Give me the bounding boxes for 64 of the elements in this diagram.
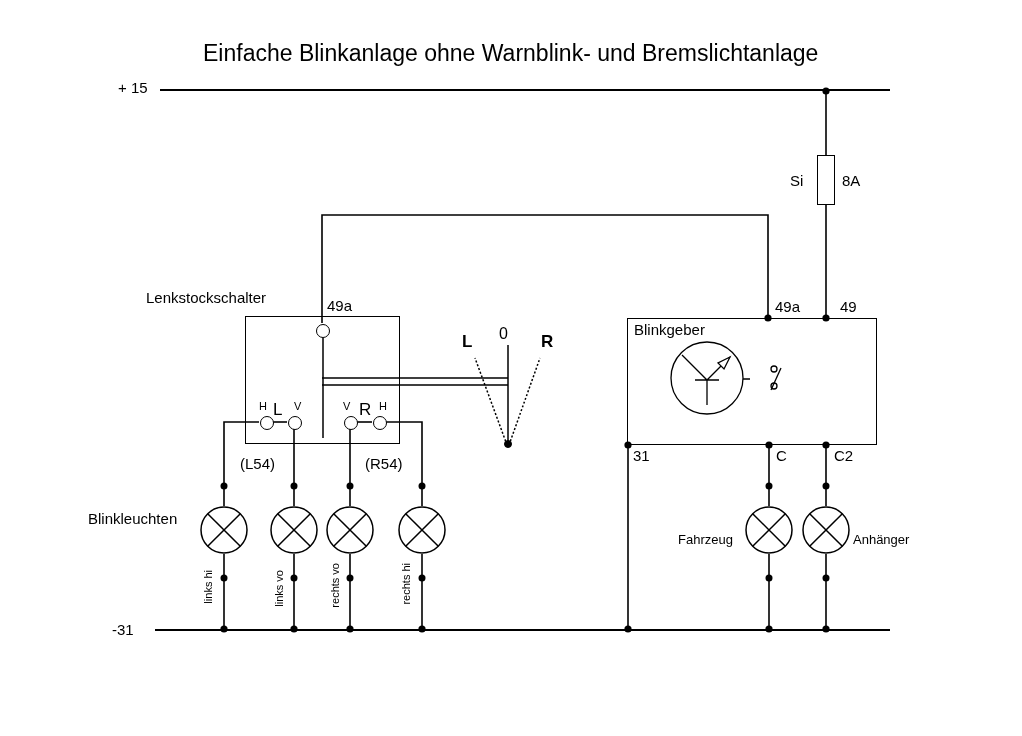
wire <box>356 421 373 423</box>
terminal-label: 49a <box>327 298 353 313</box>
lamp-label: rechts hi <box>401 563 412 605</box>
terminal-label: L <box>273 401 283 418</box>
fuse-symbol <box>817 155 835 205</box>
lamp-symbol <box>200 506 248 554</box>
bus-line <box>155 629 890 631</box>
wire <box>822 553 830 633</box>
terminal-label: 31 <box>633 448 650 463</box>
terminal-label: 49a <box>775 299 801 314</box>
wire <box>822 87 830 156</box>
terminal-label: -31 <box>112 622 134 637</box>
terminal-label: (L54) <box>240 456 276 471</box>
wire <box>822 441 830 507</box>
terminal-label: + 15 <box>118 80 148 95</box>
wire <box>349 428 351 507</box>
terminal-label: 49 <box>840 299 857 314</box>
lamp-symbol <box>398 506 446 554</box>
wire <box>272 421 288 423</box>
wire <box>293 428 295 507</box>
terminal-label: 0 <box>499 326 508 342</box>
terminal-circle <box>316 324 330 338</box>
terminal-circle <box>344 416 358 430</box>
terminal-circle <box>288 416 302 430</box>
wire <box>220 553 228 633</box>
bus-line <box>160 89 890 91</box>
terminal-label: L <box>462 333 473 350</box>
terminal-label: C <box>776 448 787 463</box>
lamp-symbol <box>745 506 793 554</box>
wire <box>765 553 773 633</box>
wire <box>624 441 632 633</box>
terminal-label: 8A <box>842 173 861 188</box>
terminal-label: R <box>359 401 372 418</box>
terminal-label: R <box>541 333 554 350</box>
terminal-label: C2 <box>834 448 854 463</box>
terminal-label: V <box>343 401 351 412</box>
wire <box>290 553 298 633</box>
wire <box>321 214 772 324</box>
terminal-label: Fahrzeug <box>678 533 733 546</box>
terminal-label: (R54) <box>365 456 403 471</box>
wire <box>223 421 260 507</box>
wire <box>385 421 423 507</box>
lamp-label: links vo <box>274 570 285 607</box>
unit-label: Blinkgeber <box>634 321 705 338</box>
wire <box>346 553 354 633</box>
terminal-label: H <box>379 401 387 412</box>
flasher-unit-box <box>627 318 877 445</box>
lamp-symbol <box>802 506 850 554</box>
terminal-label: V <box>294 401 302 412</box>
switch-label: Lenkstockschalter <box>146 289 267 306</box>
terminal-circle <box>373 416 387 430</box>
wire <box>765 441 773 507</box>
terminal-circle <box>260 416 274 430</box>
lamp-symbol <box>270 506 318 554</box>
terminal-label: Anhänger <box>853 533 910 546</box>
diagram-title: Einfache Blinkanlage ohne Warnblink- und Bremslichtanlage <box>203 40 819 67</box>
terminal-label: Blinkleuchten <box>88 511 178 526</box>
lamp-symbol <box>326 506 374 554</box>
wire <box>418 553 426 633</box>
wire <box>822 204 830 322</box>
terminal-label: Si <box>790 173 804 188</box>
lamp-label: rechts vo <box>330 563 341 608</box>
terminal-label: H <box>259 401 267 412</box>
lamp-label: links hi <box>203 570 214 604</box>
